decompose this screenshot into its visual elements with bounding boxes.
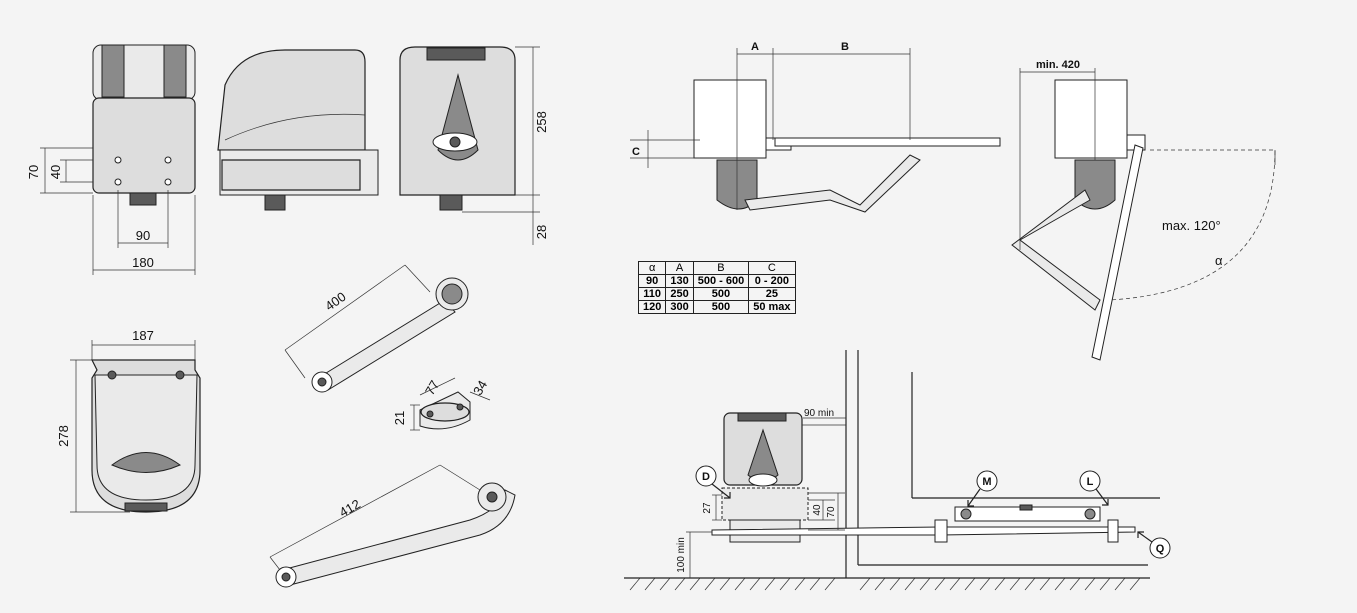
table-cell: 90 xyxy=(637,274,667,288)
install-elevation xyxy=(693,79,1001,213)
table-header-cell: α xyxy=(637,261,667,275)
dim-278: 278 xyxy=(56,425,71,447)
table-row: 110 250 500 25 xyxy=(637,287,796,301)
table-row: 120 300 500 50 max xyxy=(637,300,796,314)
table-header-cell: A xyxy=(665,261,694,275)
motor-installed xyxy=(711,412,1136,543)
table-cell: 500 xyxy=(692,300,750,314)
base-plate-view xyxy=(91,359,201,513)
dim-40-plan: 40 xyxy=(812,504,823,516)
install-dimension-table: α A B C 90 130 500 - 600 0 - 200 110 250… xyxy=(637,261,796,314)
dim-400: 400 xyxy=(322,289,348,314)
table-cell: 500 xyxy=(692,287,750,301)
dim-B: B xyxy=(841,41,849,53)
dim-77: 77 xyxy=(422,378,442,398)
angle-alpha: α xyxy=(1215,253,1223,268)
dim-258: 258 xyxy=(534,111,549,133)
dim-34: 34 xyxy=(470,378,490,398)
dim-187: 187 xyxy=(132,328,154,343)
table-header-cell: C xyxy=(748,261,796,275)
table-cell: 110 xyxy=(637,287,667,301)
callout-L xyxy=(1079,470,1109,506)
dim-40: 40 xyxy=(48,165,63,179)
motor-rear-view xyxy=(399,46,516,211)
bracket xyxy=(419,391,471,430)
dim-28: 28 xyxy=(534,225,549,239)
motor-front-view xyxy=(92,44,196,206)
dim-90min: 90 min xyxy=(804,408,834,419)
dim-21: 21 xyxy=(392,411,407,425)
dim-min420: min. 420 xyxy=(1036,59,1080,71)
dim-412: 412 xyxy=(337,496,363,520)
dim-100min: 100 min xyxy=(676,537,687,573)
dim-180: 180 xyxy=(132,255,154,270)
table-cell: 250 xyxy=(665,287,694,301)
max-angle: max. 120° xyxy=(1162,218,1221,233)
motor-side-view xyxy=(217,49,379,211)
table-header: α A B C xyxy=(637,261,796,275)
wall-section xyxy=(624,350,1160,579)
dim-90: 90 xyxy=(136,228,150,243)
dim-C: C xyxy=(632,146,640,158)
ground-hatch xyxy=(629,577,1141,591)
table-cell: 50 max xyxy=(748,300,796,314)
table-row: 90 130 500 - 600 0 - 200 xyxy=(637,274,796,288)
table-cell: 500 - 600 xyxy=(692,274,750,288)
callout-Q xyxy=(1137,531,1171,559)
table-cell: 120 xyxy=(637,300,667,314)
straight-arm xyxy=(311,277,469,393)
label-D: D xyxy=(702,471,710,483)
dim-70: 70 xyxy=(26,165,41,179)
table-cell: 0 - 200 xyxy=(748,274,796,288)
dim-A: A xyxy=(751,41,759,53)
callout-M xyxy=(967,470,998,507)
dim-70-plan: 70 xyxy=(826,506,837,518)
table-cell: 25 xyxy=(748,287,796,301)
callout-D xyxy=(695,465,731,499)
dim-27: 27 xyxy=(702,502,713,514)
label-L: L xyxy=(1087,476,1094,488)
label-Q: Q xyxy=(1156,543,1165,555)
table-cell: 130 xyxy=(665,274,694,288)
table-header-cell: B xyxy=(692,261,750,275)
install-plan-angle xyxy=(1011,79,1146,361)
table-cell: 300 xyxy=(665,300,694,314)
label-M: M xyxy=(982,476,991,488)
curved-arm xyxy=(275,482,516,588)
